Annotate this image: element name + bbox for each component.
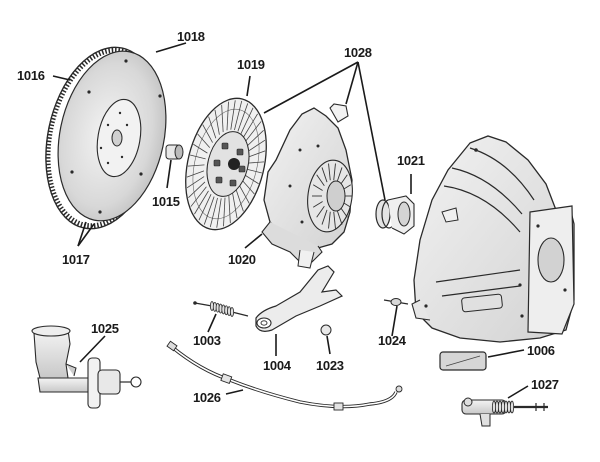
pressure-plate-part	[261, 103, 353, 269]
leader-1028b	[345, 61, 359, 105]
release-fork-part	[255, 265, 344, 332]
leader-1006	[487, 349, 525, 358]
leader-1026	[225, 389, 244, 395]
spring-coil	[209, 301, 234, 317]
master-cylinder-part	[31, 325, 142, 409]
callout-1023: 1023	[316, 358, 344, 373]
leader-1003	[207, 313, 217, 333]
leader-1018	[155, 42, 187, 53]
leader-lines	[52, 42, 529, 399]
leader-1016	[52, 75, 71, 81]
callout-1016: 1016	[17, 68, 45, 83]
leader-1028a	[263, 61, 359, 114]
callout-1028: 1028	[344, 45, 372, 60]
pilot-bushing-part	[165, 144, 184, 160]
leader-1020	[244, 233, 263, 249]
leader-1025	[79, 335, 106, 363]
leader-1017a	[77, 221, 87, 247]
clutch-disc-part	[185, 97, 267, 231]
callout-1019: 1019	[237, 57, 265, 72]
callout-1024: 1024	[378, 333, 407, 348]
callout-labels: 1016 1018 1019 1028 1015 1017 1021 1020 …	[17, 29, 559, 405]
leader-1019	[246, 75, 251, 97]
release-bearing-part	[375, 195, 415, 235]
small-spring-part	[383, 298, 409, 306]
slave-cylinder-spring	[491, 400, 514, 414]
leader-1028c	[357, 61, 386, 201]
callout-1027: 1027	[531, 377, 559, 392]
callout-1018: 1018	[177, 29, 205, 44]
callout-1003: 1003	[193, 333, 221, 348]
leader-1024	[391, 305, 398, 337]
slave-cylinder-part	[461, 397, 548, 427]
callout-1006: 1006	[527, 343, 555, 358]
rubber-pad-part	[439, 351, 487, 371]
callout-1021: 1021	[397, 153, 425, 168]
return-spring-part	[193, 301, 249, 317]
flywheel-part	[45, 46, 167, 230]
hydraulic-pipe-part	[166, 340, 403, 411]
callout-1025: 1025	[91, 321, 119, 336]
clutch-disc-segments	[186, 100, 266, 228]
callout-1017: 1017	[62, 252, 90, 267]
bellhousing-part	[411, 135, 575, 343]
leader-1023	[326, 335, 331, 355]
pivot-ball-part	[320, 324, 332, 336]
callout-1020: 1020	[228, 252, 256, 267]
leader-1015	[166, 159, 172, 189]
callout-1015: 1015	[152, 194, 180, 209]
callout-1004: 1004	[263, 358, 292, 373]
callout-1026: 1026	[193, 390, 221, 405]
leader-1027	[507, 385, 529, 399]
leader-1017b	[77, 223, 95, 247]
